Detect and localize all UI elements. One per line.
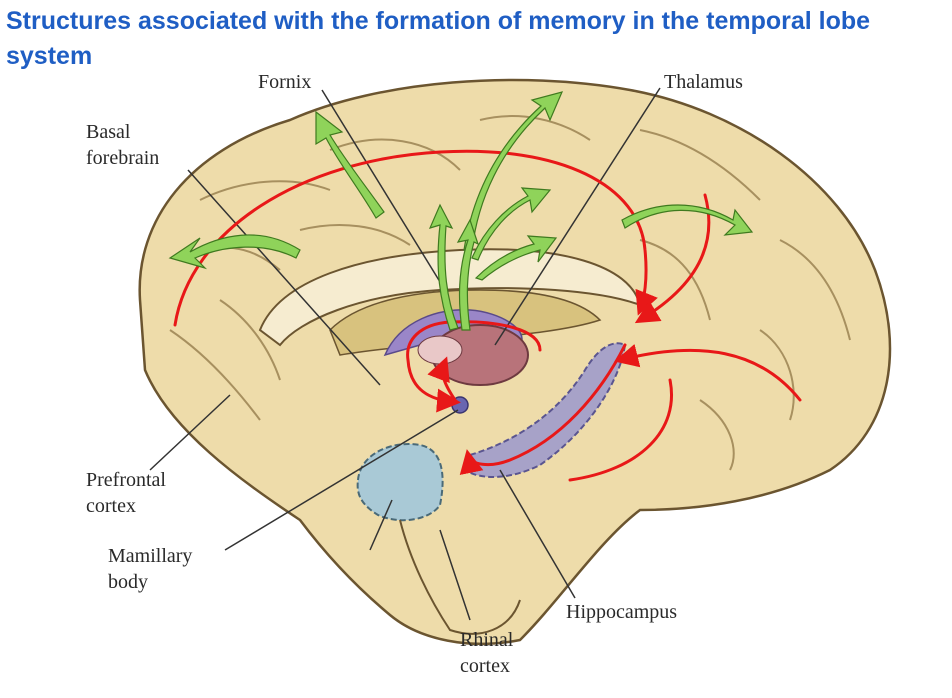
label-mamillary-line2: body	[108, 571, 148, 593]
green-arrow-stem-center	[456, 218, 480, 331]
slide-title: Structures associated with the formation…	[6, 7, 871, 70]
red-arrow-from-right	[614, 343, 802, 402]
hippocampus-leader	[499, 469, 576, 599]
red-arrow-arc	[173, 149, 658, 327]
label-basal-forebrain-line2: forebrain	[86, 147, 160, 169]
label-hippocampus: Hippocampus	[566, 601, 678, 623]
red-arrow-lower-right	[568, 378, 673, 482]
red-arrow-up	[427, 356, 457, 402]
green-arrow-right	[621, 204, 754, 236]
label-fornix: Fornix	[258, 71, 312, 93]
thalamus-leader	[494, 87, 661, 346]
mamillary-leader	[224, 409, 459, 551]
green-arrow-mid-1	[471, 187, 552, 261]
red-arrow-hippo-loop	[459, 343, 627, 476]
red-arrow-circuit	[406, 320, 542, 413]
label-rhinal-line1: Rhinal	[460, 629, 514, 651]
fornix-leader	[321, 89, 446, 291]
rhinal-leader-2	[369, 499, 393, 551]
label-mamillary-line1: Mamillary	[108, 545, 193, 567]
green-arrow-left	[168, 234, 301, 270]
label-prefrontal-line1: Prefrontal	[86, 469, 166, 491]
green-arrow-mid-2	[474, 235, 558, 281]
label-prefrontal-line2: cortex	[86, 495, 136, 517]
rhinal-leader	[439, 529, 471, 621]
green-arrow-up-left	[315, 110, 385, 219]
label-rhinal-line2: cortex	[460, 655, 510, 677]
thalamus-highlight	[417, 335, 463, 365]
brainstem-shape	[399, 519, 521, 635]
green-arrow-stem-left	[428, 203, 459, 331]
leader-lines	[149, 87, 661, 621]
rhinal-cortex-shape	[356, 443, 444, 522]
red-pathway-arrows	[173, 149, 802, 482]
label-thalamus: Thalamus	[664, 71, 743, 93]
basal-forebrain-leader	[187, 169, 381, 386]
label-basal-forebrain-line1: Basal	[86, 121, 131, 143]
prefrontal-leader	[149, 394, 231, 471]
green-projection-arrows	[168, 91, 754, 331]
